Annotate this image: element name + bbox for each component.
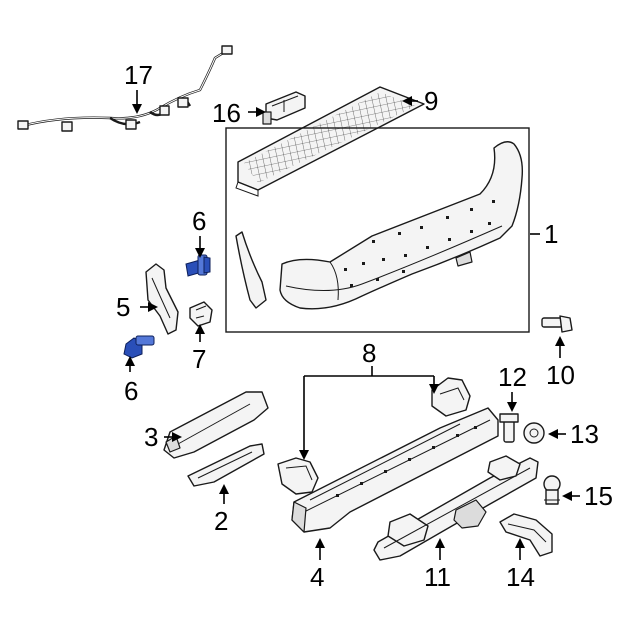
callout-13: 13	[570, 419, 599, 449]
part-9-step-pad[interactable]	[235, 86, 425, 197]
leader-lines	[125, 90, 580, 560]
callout-6-upper: 6	[192, 206, 206, 236]
part-8-energy-absorber-right[interactable]	[431, 377, 471, 417]
part-7-clip[interactable]	[189, 301, 213, 327]
callout-1: 1	[544, 219, 558, 249]
part-6-bolt-lower[interactable]	[123, 335, 155, 359]
callout-2: 2	[214, 506, 228, 536]
callout-5: 5	[116, 292, 130, 322]
part-5-side-bracket[interactable]	[145, 263, 179, 335]
part-13-nut[interactable]	[523, 422, 545, 444]
part-1-group-frame	[225, 127, 530, 333]
bumper-mounting-holes	[344, 200, 495, 287]
callout-15: 15	[584, 481, 613, 511]
part-4-impact-bar[interactable]	[291, 407, 499, 533]
part-1-bumper-cover[interactable]	[235, 141, 524, 310]
callout-6-lower: 6	[124, 376, 138, 406]
callout-8: 8	[362, 338, 376, 368]
part-12-bolt[interactable]	[499, 413, 519, 443]
part-6-bolt-upper[interactable]	[185, 254, 211, 277]
part-10-bolt[interactable]	[541, 315, 573, 333]
callout-7: 7	[192, 344, 206, 374]
part-2-lower-bracket[interactable]	[187, 443, 265, 487]
callout-14: 14	[506, 562, 535, 592]
impact-bar-holes	[336, 426, 477, 497]
callout-11: 11	[424, 562, 451, 592]
callout-17: 17	[124, 60, 153, 90]
part-17-wiring-harness[interactable]	[17, 45, 233, 132]
part-14-bracket[interactable]	[499, 513, 553, 557]
part-15-hitch-ball[interactable]	[543, 475, 561, 505]
callout-labels: 17 16 9 1 6 5 7 6 8 3 2 4 11 14 10 12 13…	[116, 60, 613, 592]
callout-4: 4	[310, 562, 324, 592]
callout-9: 9	[424, 86, 438, 116]
callout-12: 12	[498, 362, 527, 392]
callout-10: 10	[546, 360, 575, 390]
part-11-step-bar[interactable]	[373, 455, 539, 561]
callout-3: 3	[144, 422, 158, 452]
part-8-energy-absorber-left[interactable]	[277, 457, 319, 495]
part-16-bracket[interactable]	[262, 91, 306, 125]
callout-16: 16	[212, 98, 241, 128]
